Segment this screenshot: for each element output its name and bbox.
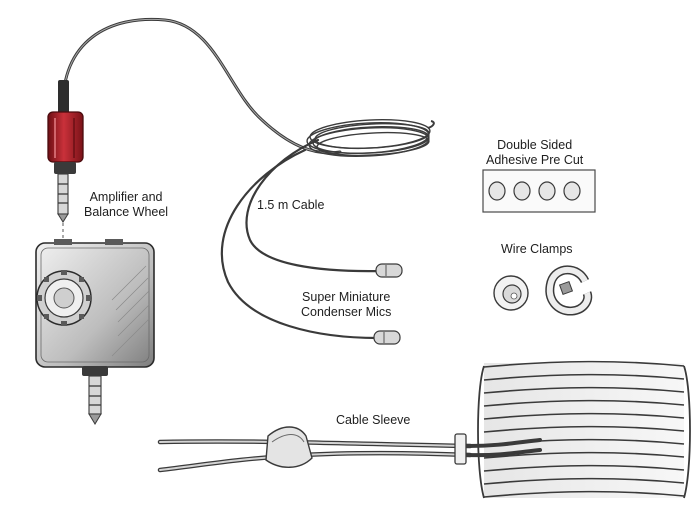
label-adhesive: Double Sided Adhesive Pre Cut bbox=[486, 138, 583, 168]
adhesive-strip bbox=[483, 170, 595, 212]
label-cable: 1.5 m Cable bbox=[257, 198, 324, 213]
balance-wheel bbox=[37, 270, 91, 326]
main-cable bbox=[63, 19, 340, 152]
label-amplifier-line-1: Amplifier and bbox=[84, 190, 168, 205]
label-mics-line-2: Condenser Mics bbox=[301, 305, 391, 320]
label-adhesive-line-2: Adhesive Pre Cut bbox=[486, 153, 583, 168]
label-clamps: Wire Clamps bbox=[501, 242, 573, 257]
red-connector bbox=[48, 80, 83, 222]
coiled-cable bbox=[306, 117, 434, 159]
sleeve-cables bbox=[160, 440, 540, 470]
label-mics-line-1: Super Miniature bbox=[301, 290, 391, 305]
label-adhesive-line-1: Double Sided bbox=[486, 138, 583, 153]
wire-clamp-closed bbox=[494, 276, 528, 310]
label-sleeve: Cable Sleeve bbox=[336, 413, 410, 428]
wire-clamp-open bbox=[550, 270, 588, 311]
label-mics: Super Miniature Condenser Mics bbox=[301, 290, 391, 320]
label-amplifier: Amplifier and Balance Wheel bbox=[84, 190, 168, 220]
amplifier-body bbox=[36, 239, 154, 367]
label-amplifier-line-2: Balance Wheel bbox=[84, 205, 168, 220]
cable-spool bbox=[478, 362, 690, 498]
mic-capsule-lower bbox=[374, 331, 400, 344]
amplifier-jack bbox=[82, 366, 108, 424]
mic-capsule-upper bbox=[376, 264, 402, 277]
